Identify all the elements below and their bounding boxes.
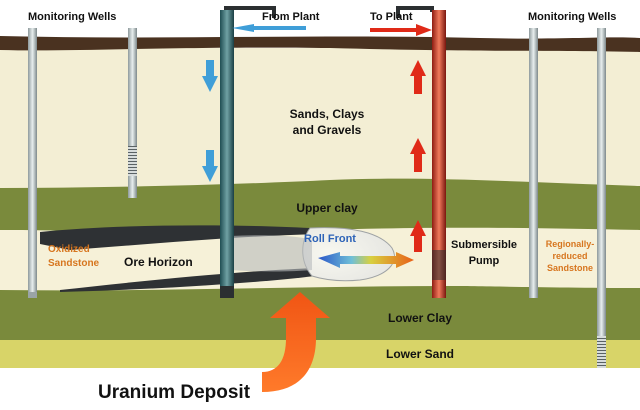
oxidized-label-line2: Sandstone: [48, 258, 100, 269]
ore-body-lower: [60, 268, 320, 292]
regionally-reduced-line1: Regionally-: [546, 239, 595, 249]
to-plant-label: To Plant: [370, 11, 413, 23]
monitoring-well-2: [128, 28, 137, 198]
injection-flow-arrows: [202, 60, 218, 182]
oxidized-label-line1: Oxidized: [48, 244, 90, 255]
monitoring-well-4: [597, 28, 606, 368]
injection-well: [220, 6, 276, 298]
ore-body-upper: [40, 225, 320, 250]
sands-label-line1: Sands, Clays: [290, 107, 365, 121]
monitoring-wells-right-label: Monitoring Wells: [528, 11, 616, 23]
regionally-reduced-line2: reduced: [552, 251, 587, 261]
arrow-down-icon: [202, 60, 218, 92]
arrow-up-icon: [410, 60, 426, 94]
lower-clay-label: Lower Clay: [388, 311, 452, 325]
monitoring-well-3: [529, 28, 538, 298]
roll-front-label: Roll Front: [304, 233, 356, 245]
sands-layer: [0, 48, 640, 188]
recovery-well: [396, 6, 446, 298]
recovery-flow-arrows: [410, 60, 426, 252]
uranium-deposit-arrow-icon: [262, 292, 330, 392]
arrow-down-icon: [202, 150, 218, 182]
arrow-up-icon: [410, 220, 426, 252]
upper-clay-layer: [0, 177, 640, 232]
ore-horizon-label: Ore Horizon: [124, 255, 193, 269]
from-plant-label: From Plant: [262, 11, 320, 23]
uranium-deposit-label: Uranium Deposit: [98, 382, 251, 403]
monitoring-wells-left-label: Monitoring Wells: [28, 11, 116, 23]
monitoring-well-1: [28, 28, 37, 298]
lower-sand-layer: [0, 338, 640, 368]
submersible-pump-line2: Pump: [469, 255, 500, 267]
from-plant-arrow-icon: [232, 24, 306, 32]
arrow-up-icon: [410, 138, 426, 172]
to-plant-arrow-icon: [370, 24, 432, 36]
ore-shading: [230, 235, 312, 272]
topsoil-layer: [0, 36, 640, 52]
sands-label-line2: and Gravels: [293, 123, 362, 137]
roll-front-arrow-icon: [318, 252, 414, 268]
regionally-reduced-line3: Sandstone: [547, 263, 593, 273]
upper-clay-label: Upper clay: [296, 201, 358, 215]
lower-sand-label: Lower Sand: [386, 347, 454, 361]
submersible-pump-line1: Submersible: [451, 239, 517, 251]
